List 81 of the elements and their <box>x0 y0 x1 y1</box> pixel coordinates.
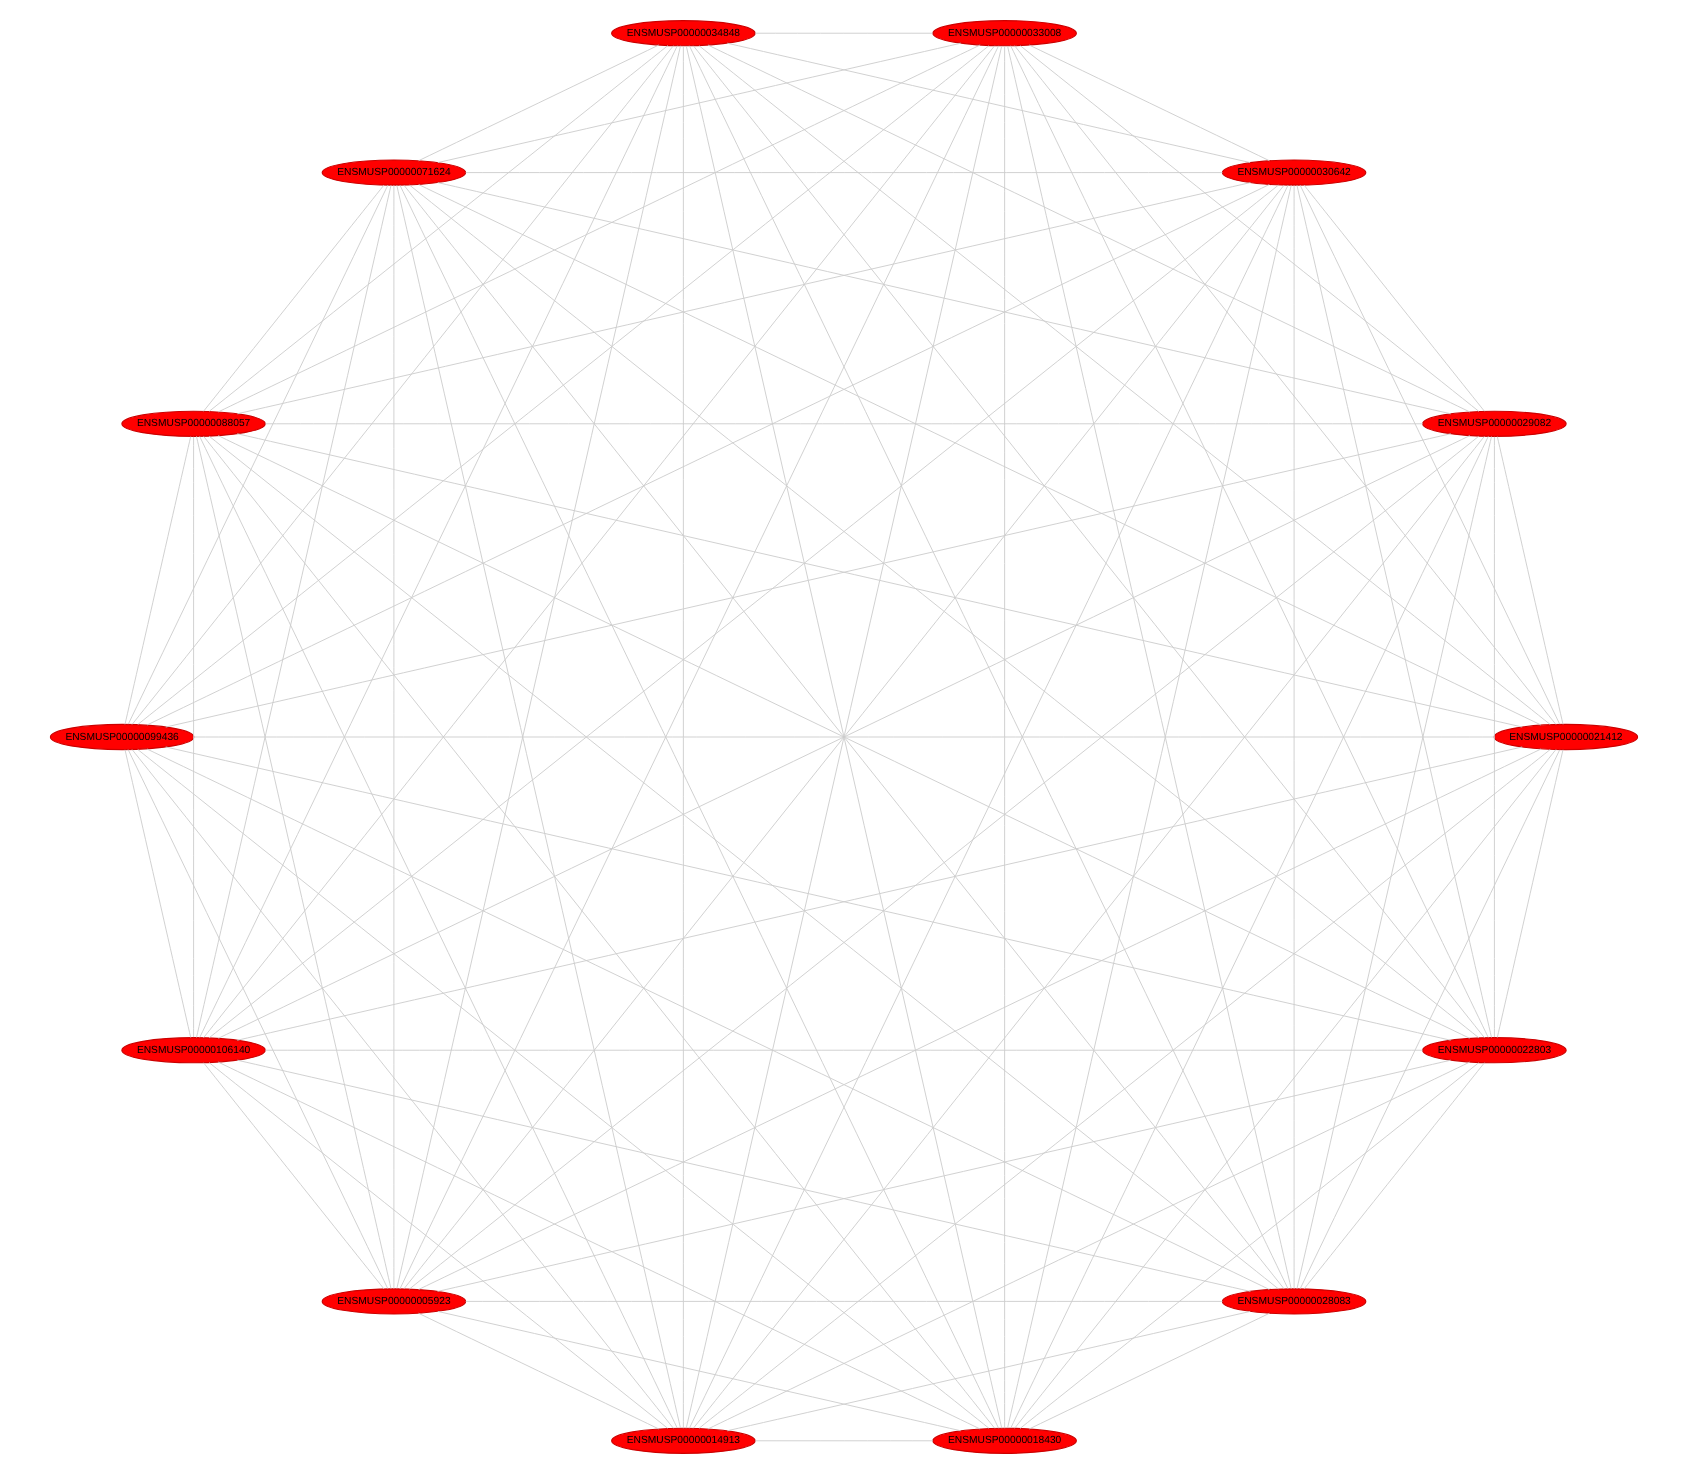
connector <box>1003 45 1005 1429</box>
connector <box>198 45 677 1038</box>
connector <box>402 184 1284 1290</box>
connector <box>1495 749 1563 1038</box>
connector <box>130 45 673 725</box>
connector <box>195 435 391 1290</box>
connector <box>1027 44 1269 162</box>
connector <box>1298 749 1560 1290</box>
connector <box>684 45 1002 1429</box>
connector <box>725 42 1250 164</box>
connector <box>235 1059 1250 1292</box>
connector <box>753 1440 933 1442</box>
connector <box>123 749 191 1038</box>
connector <box>417 1312 659 1430</box>
connector <box>207 435 1278 1290</box>
connector <box>202 435 995 1429</box>
connector <box>753 32 933 34</box>
connector <box>216 1061 980 1430</box>
connector <box>1018 45 1479 412</box>
connector <box>1295 436 1491 1290</box>
connector <box>697 749 1550 1429</box>
connector <box>691 435 1484 1429</box>
connector <box>395 184 680 1429</box>
connector <box>202 1062 384 1290</box>
connector <box>145 748 1269 1290</box>
connector <box>1009 435 1488 1429</box>
connector <box>408 184 1479 1039</box>
connector <box>436 182 1451 415</box>
connector <box>681 45 683 1429</box>
connector <box>408 435 1479 1290</box>
connector <box>202 45 995 1039</box>
connector <box>202 184 384 412</box>
connector <box>417 748 1541 1290</box>
connector <box>145 184 1269 726</box>
connector <box>436 42 961 164</box>
connector <box>1006 45 1291 1290</box>
connector <box>198 435 677 1429</box>
connector <box>395 45 680 1289</box>
connector <box>126 749 388 1289</box>
connector <box>207 184 1278 1039</box>
connector <box>706 44 1470 413</box>
connector <box>207 1062 668 1429</box>
connector <box>136 45 989 725</box>
connector <box>235 182 1250 415</box>
connector <box>263 1049 1423 1051</box>
connector <box>725 1310 1250 1432</box>
connector <box>1006 184 1291 1429</box>
connector <box>1495 436 1563 725</box>
connector <box>706 1061 1470 1430</box>
connector <box>123 436 191 725</box>
connector <box>1295 184 1491 1038</box>
connector <box>126 184 388 725</box>
connector <box>130 749 673 1429</box>
connector <box>1018 1062 1479 1429</box>
connector <box>136 749 989 1429</box>
connector <box>436 1059 1451 1292</box>
connector <box>691 45 1484 1039</box>
connector <box>216 44 980 413</box>
connector <box>1302 184 1484 412</box>
connector <box>1013 749 1556 1429</box>
connector <box>464 172 1222 174</box>
connector <box>464 1300 1222 1302</box>
connector <box>417 44 659 162</box>
connector <box>1027 1312 1269 1430</box>
connector <box>1009 45 1488 1038</box>
connector <box>1298 184 1560 725</box>
connector <box>687 45 1288 1290</box>
connector <box>436 1310 961 1432</box>
connector <box>417 184 1541 726</box>
connector <box>398 45 998 1290</box>
connector <box>1302 1062 1484 1290</box>
connector <box>1492 436 1494 1038</box>
connector <box>263 423 1423 425</box>
connector <box>687 184 1288 1429</box>
connector <box>697 45 1550 725</box>
connector <box>216 435 1470 1039</box>
connector <box>398 184 999 1429</box>
connector <box>192 436 194 1038</box>
connector <box>1013 45 1556 725</box>
connector <box>207 45 668 412</box>
connector <box>195 184 391 1038</box>
